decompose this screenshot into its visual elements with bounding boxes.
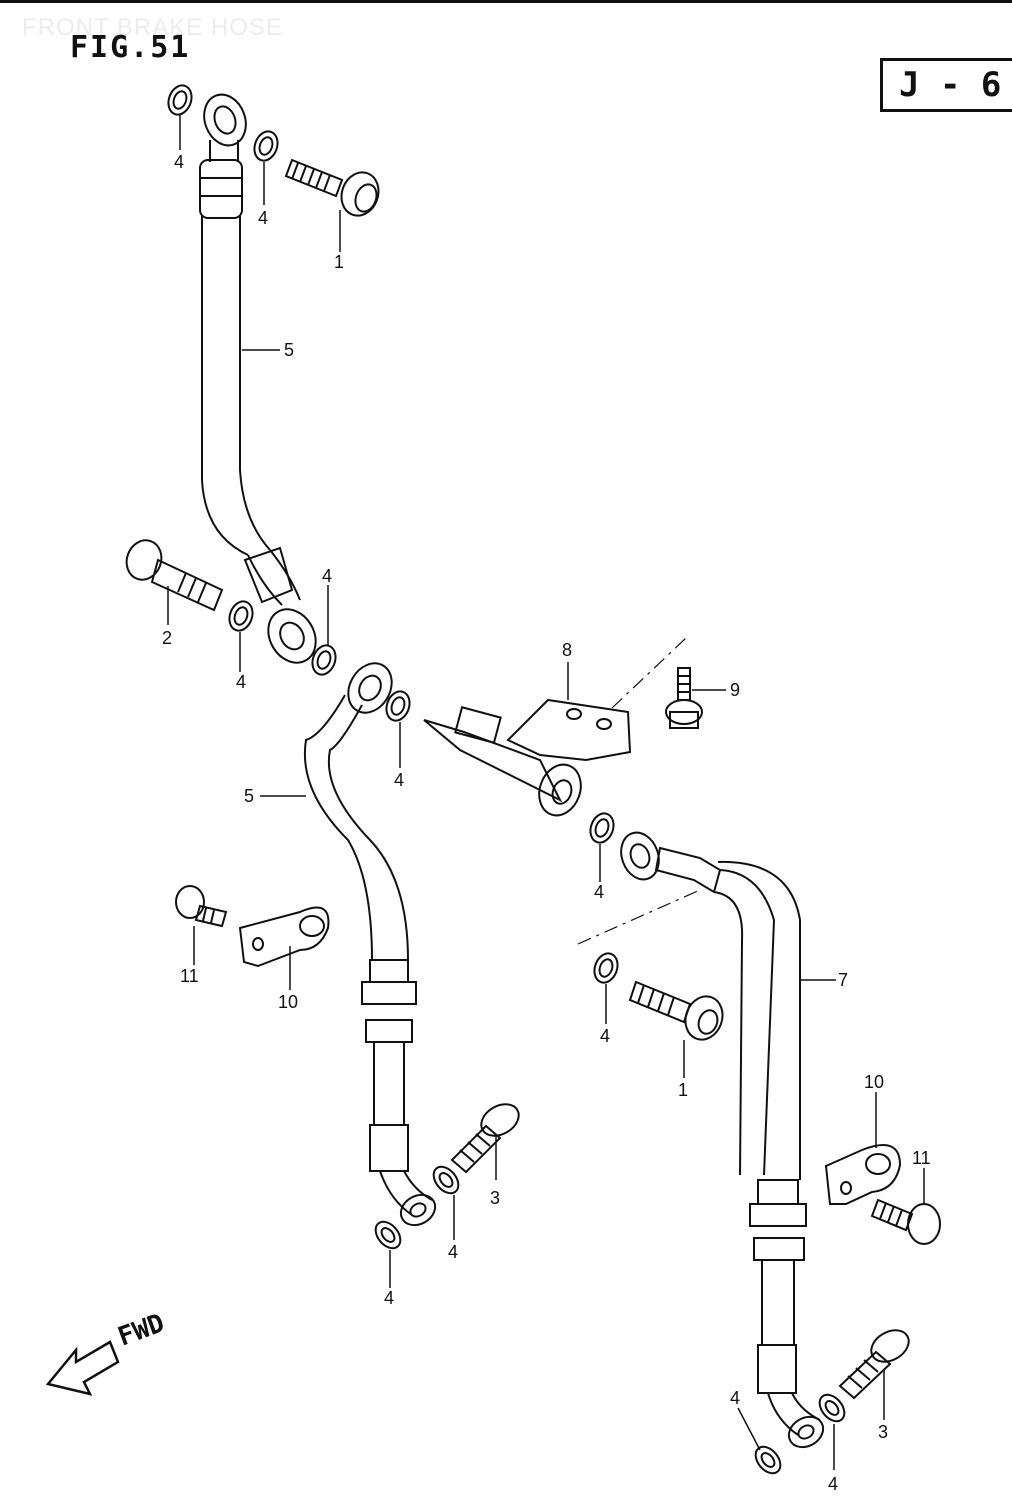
upper-brake-hose: [199, 159, 301, 606]
callout-10: 10: [864, 1072, 884, 1092]
callout-4: 4: [174, 152, 184, 172]
callout-3: 3: [490, 1188, 500, 1208]
alignment-lines: [577, 637, 701, 945]
washer: [432, 1165, 460, 1195]
washer: [754, 1445, 782, 1475]
mounting-bolt: [665, 667, 703, 729]
upper-banjo-fitting: [203, 93, 247, 162]
callout-11: 11: [180, 966, 199, 986]
washer: [589, 812, 615, 844]
clamp-bolt: [175, 885, 228, 928]
reference-box: J - 6: [880, 58, 1012, 112]
hose-clamp: [238, 906, 330, 968]
callout-1: 1: [334, 252, 344, 272]
figure-title: FIG.51: [70, 30, 191, 65]
washer: [253, 130, 279, 162]
callout-4: 4: [448, 1242, 458, 1262]
union-bolt: [628, 980, 724, 1041]
callout-1: 1: [678, 1080, 688, 1100]
forward-direction-arrow: [45, 1340, 120, 1396]
callout-4: 4: [600, 1026, 610, 1046]
callout-4: 4: [258, 208, 268, 228]
washer: [374, 1220, 402, 1250]
callout-5: 5: [244, 786, 254, 806]
callout-9: 9: [730, 680, 740, 700]
callout-3: 3: [878, 1422, 888, 1442]
callout-11: 11: [912, 1148, 931, 1168]
union-bolt: [284, 158, 380, 217]
watermark-text: FRONT BRAKE HOSE: [22, 14, 283, 41]
callout-4: 4: [394, 770, 404, 790]
washer: [228, 600, 254, 632]
callout-4: 4: [322, 566, 332, 586]
washer: [311, 644, 337, 676]
hose-clamp: [824, 1144, 902, 1205]
callout-4: 4: [594, 882, 604, 902]
callout-4: 4: [236, 672, 246, 692]
lower-left-brake-hose: [304, 662, 437, 1227]
leader-lines: [167, 115, 925, 1470]
callout-10: 10: [278, 992, 298, 1012]
callout-4: 4: [730, 1388, 740, 1408]
union-bolt: [450, 1103, 520, 1174]
callout-4: 4: [828, 1474, 838, 1494]
brake-joint-block: [423, 698, 632, 817]
union-bolt: [125, 539, 224, 612]
right-brake-hose: [620, 831, 825, 1449]
clamp-bolt: [870, 1198, 941, 1245]
washer: [385, 690, 411, 722]
callout-5: 5: [284, 340, 294, 360]
fwd-label: FWD: [114, 1308, 168, 1352]
union-bolt: [838, 1329, 910, 1400]
callout-numbers: 4 4 1 5 2 4 4 4 5 8 9 4 4 1 7 11 10 4 4 …: [162, 152, 931, 1494]
callout-7: 7: [838, 970, 848, 990]
callout-4: 4: [384, 1288, 394, 1308]
washer: [593, 952, 619, 984]
mid-banjo-fitting: [267, 608, 317, 664]
callout-2: 2: [162, 628, 172, 648]
callout-8: 8: [562, 640, 572, 660]
washer: [818, 1393, 846, 1423]
washer: [167, 84, 193, 116]
